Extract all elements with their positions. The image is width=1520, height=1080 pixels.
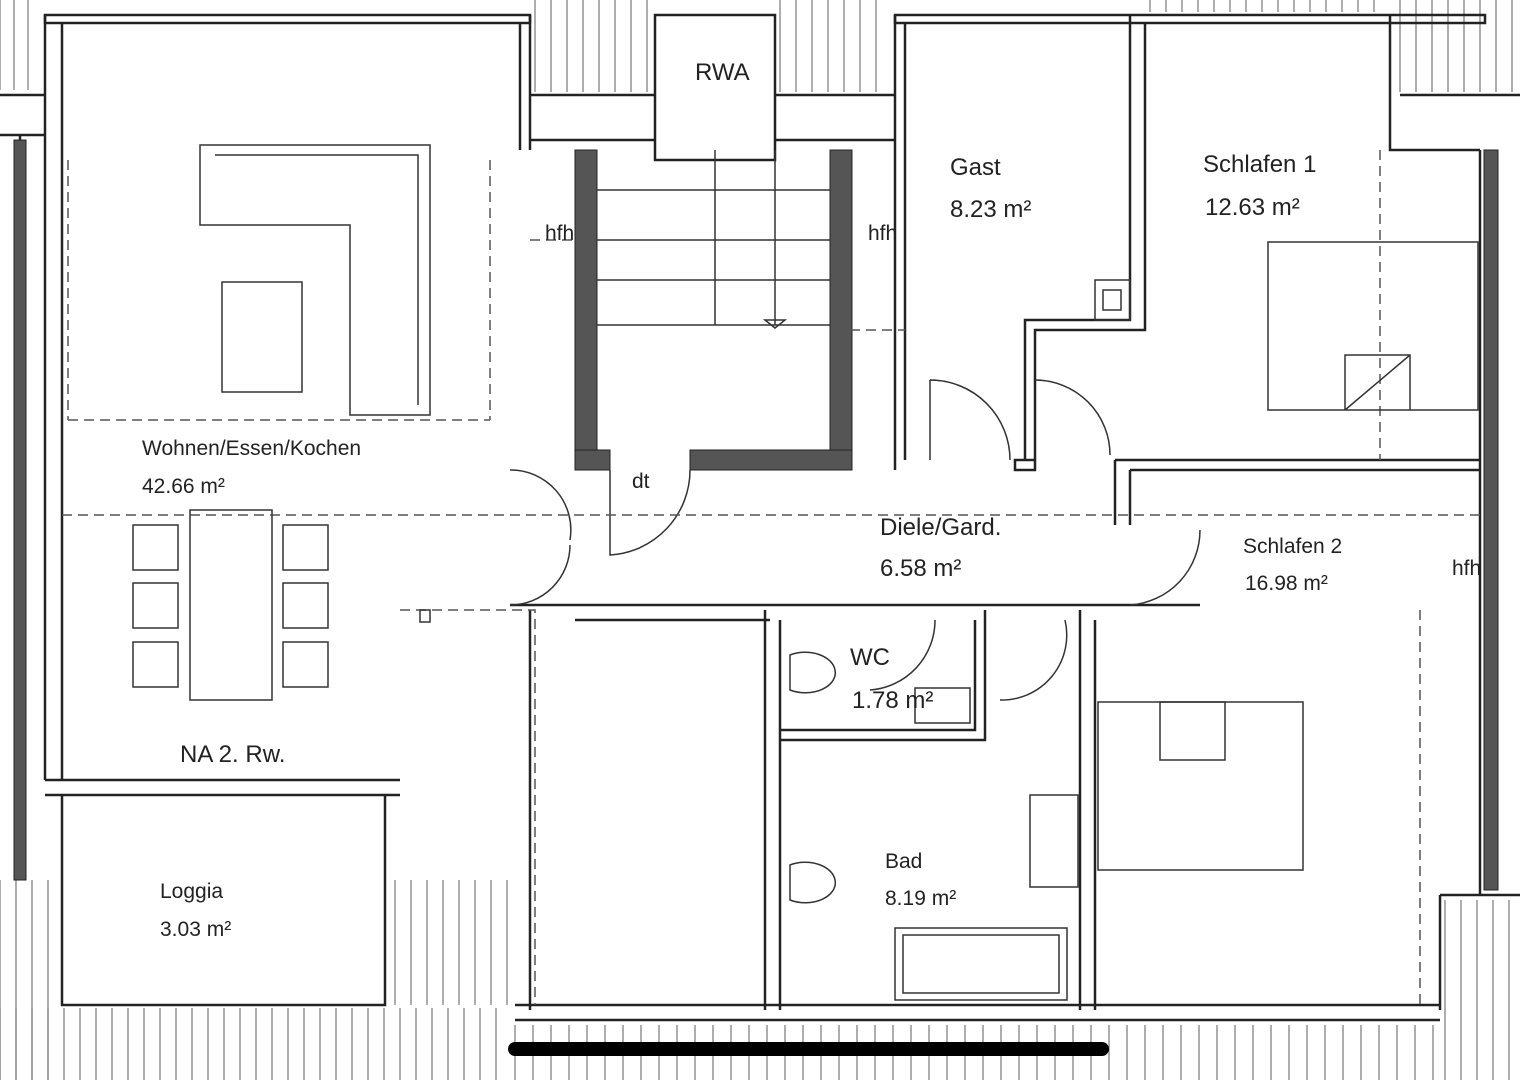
room-area-wohnen: 42.66 m² [142, 475, 225, 498]
ceiling-lines [62, 150, 1480, 1005]
walls [0, 13, 1520, 1022]
room-name-loggia: Loggia [160, 880, 223, 903]
rwa-label: RWA [695, 59, 750, 86]
furniture [132, 144, 1479, 1001]
room-area-gast: 8.23 m² [950, 196, 1031, 223]
room-name-bad: Bad [885, 850, 922, 873]
hfh-label: hfh [868, 222, 897, 245]
interior-walls [510, 15, 1480, 1010]
doors [509, 379, 1201, 701]
room-area-loggia: 3.03 m² [160, 918, 231, 941]
room-name-gast: Gast [950, 154, 1001, 181]
room-labels: RWA Gast 8.23 m² Schlafen 1 12.63 m² hfh… [142, 59, 1481, 941]
room-area-bad: 8.19 m² [885, 887, 956, 910]
room-name-diele: Diele/Gard. [880, 514, 1001, 541]
na-label: NA 2. Rw. [180, 741, 285, 768]
room-name-wc: WC [850, 644, 890, 671]
stair-core [574, 149, 853, 471]
room-name-schlafen-2: Schlafen 2 [1243, 535, 1342, 558]
room-area-schlafen-2: 16.98 m² [1245, 572, 1328, 595]
room-area-wc: 1.78 m² [852, 687, 933, 714]
dt-label: dt [632, 470, 650, 493]
hfh-label: hfh [1452, 557, 1481, 580]
room-area-diele: 6.58 m² [880, 555, 961, 582]
hfh-label: hfh [545, 222, 574, 245]
room-name-schlafen-1: Schlafen 1 [1203, 151, 1316, 178]
home-indicator[interactable] [508, 1042, 1109, 1056]
room-area-schlafen-1: 12.63 m² [1205, 194, 1300, 221]
room-name-wohnen: Wohnen/Essen/Kochen [142, 437, 361, 460]
